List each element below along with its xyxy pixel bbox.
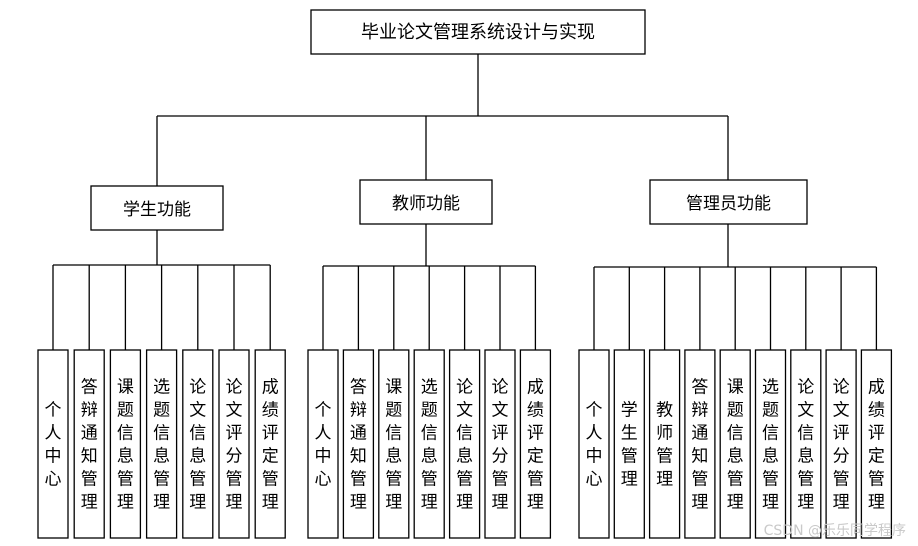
leaf-node: 论文评分管理 [484, 349, 516, 539]
root-box [310, 9, 646, 55]
root-label: 毕业论文管理系统设计与实现 [361, 22, 595, 43]
leaf-node: 个人中心 [37, 349, 69, 539]
leaf-box [648, 349, 681, 539]
leaf-label: 论文信息管理 [189, 378, 206, 513]
leaf-label: 个人中心 [315, 401, 332, 490]
leaf-node: 课题信息管理 [719, 349, 751, 539]
leaf-node: 课题信息管理 [109, 349, 142, 539]
leaf-label: 选题信息管理 [421, 378, 438, 513]
root-node: 毕业论文管理系统设计与实现 [310, 9, 646, 55]
leaf-node: 论文信息管理 [448, 349, 481, 539]
leaf-node: 选题信息管理 [145, 349, 178, 539]
leaf-node: 成绩评定管理 [860, 349, 893, 539]
leaf-node: 成绩评定管理 [519, 349, 552, 539]
group-2-label: 教师功能 [392, 194, 460, 214]
leaf-box [37, 349, 69, 539]
leaf-label: 课题信息管理 [385, 378, 402, 513]
leaf-label: 选题信息管理 [153, 378, 170, 513]
leaf-box [790, 349, 822, 539]
watermark: CSDN @乐乐同学程序 [763, 523, 906, 539]
leaf-label: 论文信息管理 [797, 378, 814, 513]
leaf-label: 论文评分管理 [833, 378, 850, 513]
leaf-box [218, 349, 250, 539]
leaf-label: 成绩评定管理 [868, 378, 885, 513]
leaf-label: 成绩评定管理 [527, 378, 544, 513]
connector-lines [52, 54, 878, 350]
leaf-label: 教师管理 [656, 401, 673, 490]
group-2-box [359, 179, 493, 225]
group-3-label: 管理员功能 [686, 194, 771, 214]
leaf-box [684, 349, 716, 539]
group-1-box [90, 185, 224, 231]
leaf-box [578, 349, 610, 539]
leaf-box [109, 349, 142, 539]
leaf-box [860, 349, 893, 539]
leaf-label: 答辩通知管理 [350, 378, 367, 513]
leaf-label: 选题信息管理 [762, 378, 779, 513]
leaf-node: 成绩评定管理 [254, 349, 286, 539]
leaf-label: 论文评分管理 [492, 378, 509, 513]
leaf-label: 论文评分管理 [226, 378, 243, 513]
leaf-box [73, 349, 105, 539]
leaf-node: 个人中心 [307, 349, 339, 539]
leaf-node: 答辩通知管理 [73, 349, 105, 539]
leaf-box [448, 349, 481, 539]
leaf-box [145, 349, 178, 539]
group-3-box [649, 179, 808, 225]
leaf-label: 个人中心 [586, 401, 603, 490]
leaf-node: 教师管理 [648, 349, 681, 539]
leaf-node: 论文信息管理 [182, 349, 214, 539]
leaf-box [719, 349, 751, 539]
leaf-box [519, 349, 552, 539]
leaf-node: 论文信息管理 [790, 349, 822, 539]
leaf-label: 成绩评定管理 [262, 378, 279, 513]
leaf-label: 答辩通知管理 [81, 378, 98, 513]
leaf-box [413, 349, 445, 539]
leaf-label: 个人中心 [45, 401, 62, 490]
leaf-box [182, 349, 214, 539]
group-1-label: 学生功能 [123, 200, 191, 220]
leaf-node: 选题信息管理 [754, 349, 787, 539]
leaf-label: 论文信息管理 [456, 378, 473, 513]
leaf-label: 课题信息管理 [727, 378, 744, 513]
leaf-node: 答辩通知管理 [342, 349, 375, 539]
leaf-node: 课题信息管理 [378, 349, 410, 539]
leaf-box [613, 349, 645, 539]
leaf-box [484, 349, 516, 539]
leaf-box [378, 349, 410, 539]
leaf-node: 学生管理 [613, 349, 645, 539]
leaf-box [825, 349, 857, 539]
leaf-label: 学生管理 [621, 401, 638, 490]
leaf-box [307, 349, 339, 539]
leaf-label: 答辩通知管理 [691, 378, 708, 513]
leaf-label: 课题信息管理 [117, 378, 134, 513]
leaf-box [254, 349, 286, 539]
leaf-node: 个人中心 [578, 349, 610, 539]
leaf-box [342, 349, 375, 539]
leaf-node: 论文评分管理 [825, 349, 857, 539]
leaf-box [754, 349, 787, 539]
leaf-node: 选题信息管理 [413, 349, 445, 539]
leaf-node: 答辩通知管理 [684, 349, 716, 539]
leaf-node: 论文评分管理 [218, 349, 250, 539]
